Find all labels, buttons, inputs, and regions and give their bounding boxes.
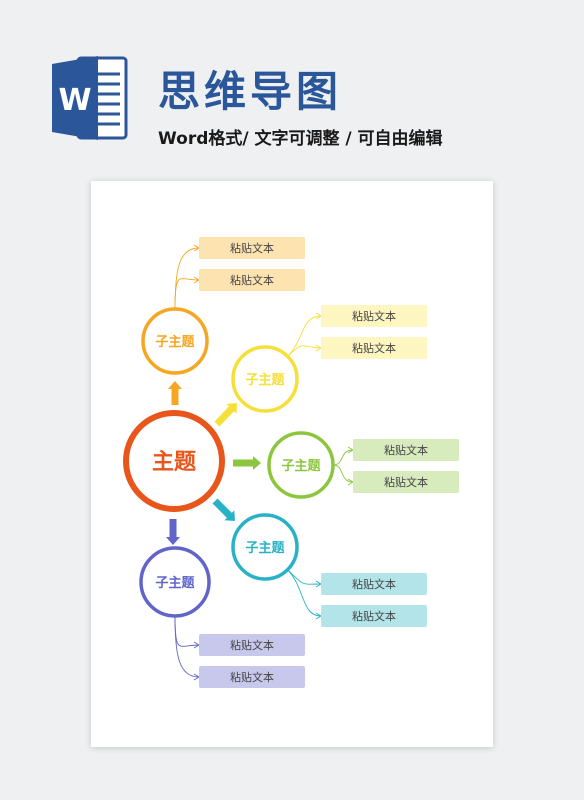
text-box[interactable] bbox=[199, 666, 305, 688]
branch-arrow bbox=[212, 498, 235, 521]
text-box-label: 粘贴文本 bbox=[352, 309, 396, 323]
branch-arrow bbox=[168, 381, 182, 405]
text-box[interactable] bbox=[321, 605, 427, 627]
word-icon: W bbox=[52, 56, 128, 140]
text-box-label: 粘贴文本 bbox=[384, 475, 428, 489]
subtopic-node[interactable] bbox=[231, 345, 299, 413]
page-subtitle: Word格式/ 文字可调整 / 可自由编辑 bbox=[158, 129, 443, 149]
text-box-label: 粘贴文本 bbox=[230, 241, 274, 255]
connector-line bbox=[332, 464, 354, 483]
subtopic-node[interactable] bbox=[139, 546, 211, 618]
connector-line bbox=[174, 615, 200, 647]
text-box[interactable] bbox=[321, 573, 427, 595]
connector-line bbox=[174, 615, 200, 678]
subtopic-label: 子主题 bbox=[281, 458, 321, 474]
text-box-label: 粘贴文本 bbox=[230, 638, 274, 652]
text-box[interactable] bbox=[353, 439, 459, 461]
text-box-label: 粘贴文本 bbox=[352, 609, 396, 623]
text-box-label: 粘贴文本 bbox=[384, 443, 428, 457]
branch-arrow bbox=[166, 519, 180, 545]
subtopic-label: 子主题 bbox=[155, 575, 195, 591]
branch-arrow bbox=[233, 456, 261, 470]
connector-line bbox=[286, 568, 322, 617]
word-logo-letter: W bbox=[58, 83, 91, 118]
connector-line bbox=[174, 278, 200, 310]
text-box-label: 粘贴文本 bbox=[230, 273, 274, 287]
connector-line bbox=[286, 568, 322, 585]
page-title: 思维导图 bbox=[158, 67, 343, 116]
subtopic-node[interactable] bbox=[267, 431, 335, 499]
subtopic-node[interactable] bbox=[141, 307, 209, 375]
text-box[interactable] bbox=[199, 237, 305, 259]
subtopic-label: 子主题 bbox=[245, 372, 285, 388]
connector-line bbox=[332, 449, 354, 466]
branch-arrow bbox=[214, 403, 237, 427]
text-box-label: 粘贴文本 bbox=[352, 341, 396, 355]
subtopic-label: 子主题 bbox=[155, 334, 195, 350]
main-topic-label: 主题 bbox=[152, 450, 197, 475]
header: W 思维导图 Word格式/ 文字可调整 / 可自由编辑 bbox=[0, 0, 584, 170]
text-box-label: 粘贴文本 bbox=[230, 670, 274, 684]
text-box[interactable] bbox=[353, 471, 459, 493]
text-box[interactable] bbox=[321, 305, 427, 327]
text-box[interactable] bbox=[199, 634, 305, 656]
connector-line bbox=[286, 345, 322, 358]
document-page: 粘贴文本粘贴文本子主题粘贴文本粘贴文本子主题粘贴文本粘贴文本子主题粘贴文本粘贴文… bbox=[91, 181, 493, 747]
text-box[interactable] bbox=[321, 337, 427, 359]
subtopic-node[interactable] bbox=[231, 513, 299, 581]
connector-line bbox=[286, 315, 322, 358]
main-topic-node[interactable] bbox=[123, 410, 225, 512]
text-box[interactable] bbox=[199, 269, 305, 291]
mindmap-diagram: 粘贴文本粘贴文本子主题粘贴文本粘贴文本子主题粘贴文本粘贴文本子主题粘贴文本粘贴文… bbox=[123, 237, 459, 688]
subtopic-label: 子主题 bbox=[245, 540, 285, 556]
text-box-label: 粘贴文本 bbox=[352, 577, 396, 591]
